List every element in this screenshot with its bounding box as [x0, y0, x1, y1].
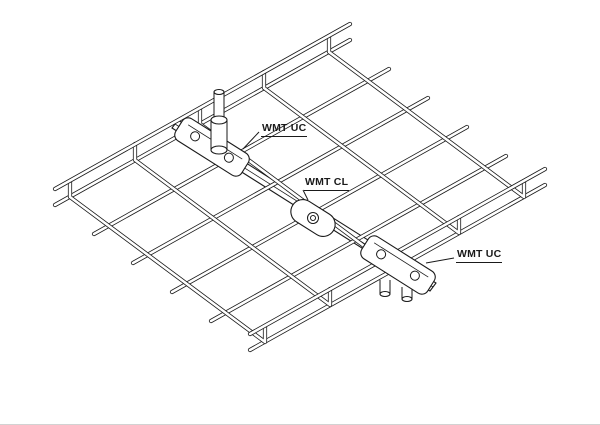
leader-cl-center [302, 189, 309, 201]
part-label-wmt-uc-top: WMT UC [261, 122, 308, 137]
callout-leaders [242, 131, 455, 264]
leader-uc-right [425, 257, 455, 264]
clamp-uc-left [174, 88, 250, 177]
clamp-boss [210, 115, 228, 155]
mesh-rungs [67, 33, 527, 345]
leader-uc-top [242, 131, 260, 150]
part-label-wmt-uc-right: WMT UC [456, 248, 503, 263]
mesh-tray [52, 21, 548, 353]
side-top-wires [52, 21, 548, 337]
clamp-cl-center [290, 199, 336, 237]
longitudinal-wires [52, 37, 548, 353]
clamp-pods [379, 280, 413, 303]
clamp-uc-right [360, 235, 436, 303]
part-label-wmt-cl-center: WMT CL [304, 176, 350, 191]
